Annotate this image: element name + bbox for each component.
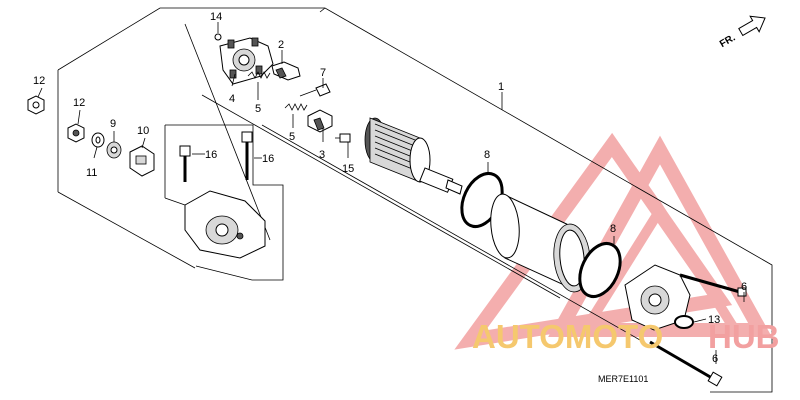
terminal-10 [129,145,155,177]
callout-12-top: 12 [33,75,45,87]
nut-12-outer [27,95,45,115]
o-ring-small [214,33,222,41]
long-bolt-lower [649,340,723,387]
bolt-16-left [179,145,191,182]
callout-1: 1 [498,81,504,93]
motor-housing [490,193,591,293]
callout-4: 4 [229,93,235,105]
callout-5-upper: 5 [255,103,261,115]
callout-16-right: 16 [262,153,274,165]
brush-small [299,83,331,97]
o-ring-13 [674,315,694,329]
callout-10: 10 [137,125,149,137]
washer-11 [91,132,105,148]
callout-14: 14 [210,11,222,23]
callout-7: 7 [320,67,326,79]
screw-small [335,133,351,143]
callout-2: 2 [278,39,284,51]
bolt-16-right [241,131,253,180]
front-cover [624,264,691,331]
brush-lower [307,109,333,133]
long-bolt-upper [679,273,747,297]
assembly-frame [57,7,773,393]
washer-9 [106,141,122,159]
leader-lines [37,22,745,364]
callout-13: 13 [708,314,720,326]
watermark-brand-part1: AUTOMOTO [472,318,663,355]
callout-labels: 12 12 11 9 10 16 16 14 2 7 4 5 5 3 15 1 … [33,11,747,384]
armature [364,117,463,195]
arrow-right-icon [738,15,766,37]
callout-5-lower: 5 [289,131,295,143]
nut-12-inner [67,123,85,143]
callout-15: 15 [342,163,354,175]
callout-16-left: 16 [205,149,217,161]
callout-3: 3 [319,149,325,161]
brush-upper [271,61,301,81]
callout-6-lower: 6 [712,353,718,365]
callout-8-lower: 8 [610,223,616,235]
watermark-brand-part2: HUB [708,318,780,355]
brush-spring-upper [247,71,271,79]
brush-spring-lower [284,103,308,111]
o-ring-lower [578,242,622,298]
callout-6-upper: 6 [741,281,747,293]
callout-12-inner: 12 [73,97,85,109]
rear-housing [184,190,266,259]
diagram-code: MER7E1101 [598,374,648,384]
callout-11: 11 [86,167,97,179]
callout-9: 9 [110,118,116,130]
watermark-text: AUTOMOTO HUB [472,318,780,355]
brush-holder-assembly [219,37,274,85]
front-direction-indicator: FR. [718,15,766,50]
callout-8-upper: 8 [484,149,490,161]
front-label: FR. [718,32,738,50]
